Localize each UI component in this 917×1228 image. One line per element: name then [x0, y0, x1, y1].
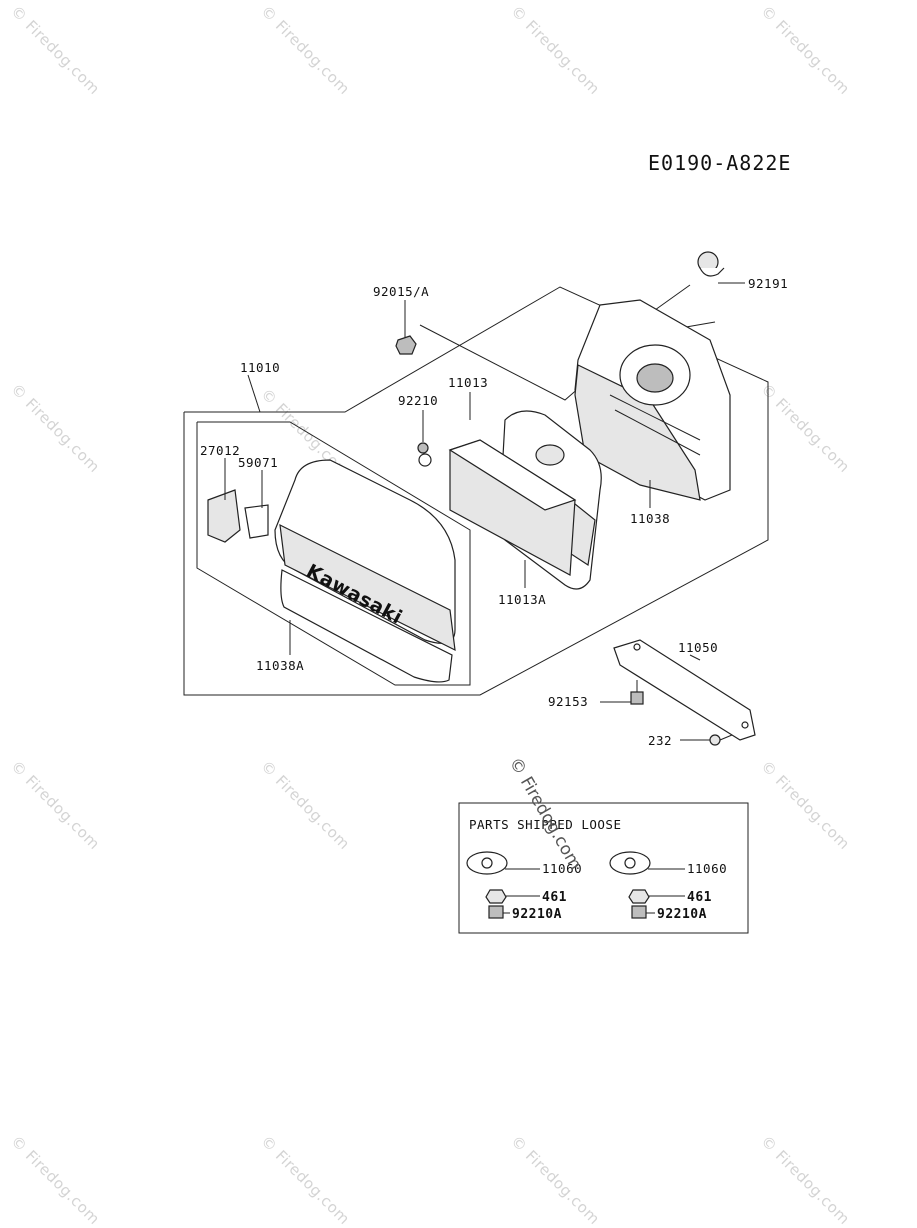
air-cleaner-cover: Kawasaki	[274, 459, 456, 683]
loose-right-nut-label: 92210A	[657, 907, 707, 922]
parts-shipped-loose-box: PARTS SHIPPED LOOSE 11060 461 92210A 110…	[458, 802, 749, 934]
bracket-part	[613, 639, 756, 741]
part-label-232: 232	[648, 733, 672, 748]
part-label-11013: 11013	[448, 375, 488, 390]
fastener-part	[417, 442, 432, 467]
loose-right-washer-label: 461	[687, 890, 712, 905]
part-label-27012: 27012	[200, 443, 240, 458]
part-label-11010: 11010	[240, 360, 280, 375]
part-label-11038A: 11038A	[256, 658, 304, 673]
part-label-92153: 92153	[548, 694, 588, 709]
loose-box-title: PARTS SHIPPED LOOSE	[469, 817, 622, 832]
loose-left-gasket-label: 11060	[542, 861, 582, 876]
loose-left-nut-label: 92210A	[512, 907, 562, 922]
part-label-92015A: 92015/A	[373, 284, 429, 299]
part-label-11038: 11038	[630, 511, 670, 526]
latch-parts	[207, 489, 269, 543]
bolt-part	[630, 680, 644, 705]
part-label-92210: 92210	[398, 393, 438, 408]
air-cleaner-base	[574, 299, 731, 501]
part-label-11013A: 11013A	[498, 592, 546, 607]
nut-part	[395, 335, 417, 355]
part-label-92191: 92191	[748, 276, 788, 291]
pre-cleaner-foam	[448, 439, 577, 576]
clip-part	[697, 251, 725, 277]
part-label-11050: 11050	[678, 640, 718, 655]
loose-left-washer-label: 461	[542, 890, 567, 905]
diagram-code: E0190-A822E	[648, 151, 792, 175]
loose-right-gasket-label: 11060	[687, 861, 727, 876]
parts-diagram: Kawasaki 92191 92015/A 11010 11013 92210…	[183, 251, 788, 934]
screw-part	[709, 734, 733, 746]
part-label-59071: 59071	[238, 455, 278, 470]
